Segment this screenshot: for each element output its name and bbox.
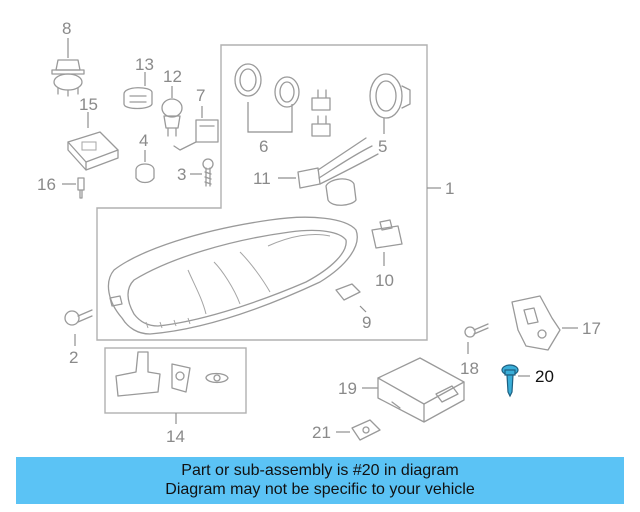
callout-10: 10 bbox=[375, 271, 394, 290]
socket-part-7 bbox=[173, 106, 219, 151]
ring-part-5 bbox=[369, 73, 411, 134]
callout-3: 3 bbox=[177, 165, 186, 184]
screw-part-2 bbox=[64, 309, 93, 346]
callout-2: 2 bbox=[69, 348, 78, 367]
callout-15: 15 bbox=[79, 95, 98, 114]
bulb-part-8 bbox=[51, 38, 85, 97]
callout-14: 14 bbox=[166, 427, 185, 446]
bulb-part-13 bbox=[123, 72, 153, 110]
control-unit-part-19 bbox=[362, 357, 465, 423]
banner-line-1: Part or sub-assembly is #20 in diagram bbox=[181, 462, 459, 479]
bulb-part-10 bbox=[371, 219, 403, 266]
bulb-part-12 bbox=[161, 86, 183, 137]
callout-11: 11 bbox=[253, 169, 271, 188]
clip-part-21 bbox=[336, 419, 381, 441]
callout-7: 7 bbox=[196, 86, 205, 105]
callout-17: 17 bbox=[582, 319, 601, 338]
bracket-part-17 bbox=[511, 295, 578, 351]
wire-harness-part-11 bbox=[278, 137, 379, 206]
clip-part-9 bbox=[335, 283, 367, 313]
banner-line-2: Diagram may not be specific to your vehi… bbox=[165, 481, 475, 498]
callout-21: 21 bbox=[312, 423, 331, 442]
highlighted-screw-part-20[interactable] bbox=[501, 364, 530, 398]
bolt-part-16 bbox=[62, 177, 85, 199]
screw-part-18 bbox=[464, 323, 489, 354]
bracket-kit-part-14 bbox=[115, 351, 229, 397]
callout-5: 5 bbox=[378, 137, 387, 156]
callout-16: 16 bbox=[37, 175, 56, 194]
subassembly-frame-14 bbox=[104, 347, 247, 414]
callout-12: 12 bbox=[163, 67, 182, 86]
callout-13: 13 bbox=[135, 55, 154, 74]
callout-6: 6 bbox=[259, 137, 268, 156]
callout-9: 9 bbox=[362, 313, 371, 332]
headlamp-housing bbox=[107, 216, 358, 335]
callout-8: 8 bbox=[62, 19, 71, 38]
callout-4: 4 bbox=[139, 131, 148, 150]
seal-rings-part-6 bbox=[234, 63, 331, 137]
callout-19: 19 bbox=[338, 379, 357, 398]
cap-part-4 bbox=[135, 150, 155, 184]
callout-20[interactable]: 20 bbox=[535, 367, 554, 386]
callout-18: 18 bbox=[460, 359, 479, 378]
info-banner: Part or sub-assembly is #20 in diagram D… bbox=[16, 457, 624, 504]
control-module-part-15 bbox=[67, 112, 119, 171]
callout-1: 1 bbox=[445, 179, 454, 198]
screw-part-3 bbox=[190, 158, 214, 187]
assembly-frame-1 bbox=[96, 44, 428, 341]
